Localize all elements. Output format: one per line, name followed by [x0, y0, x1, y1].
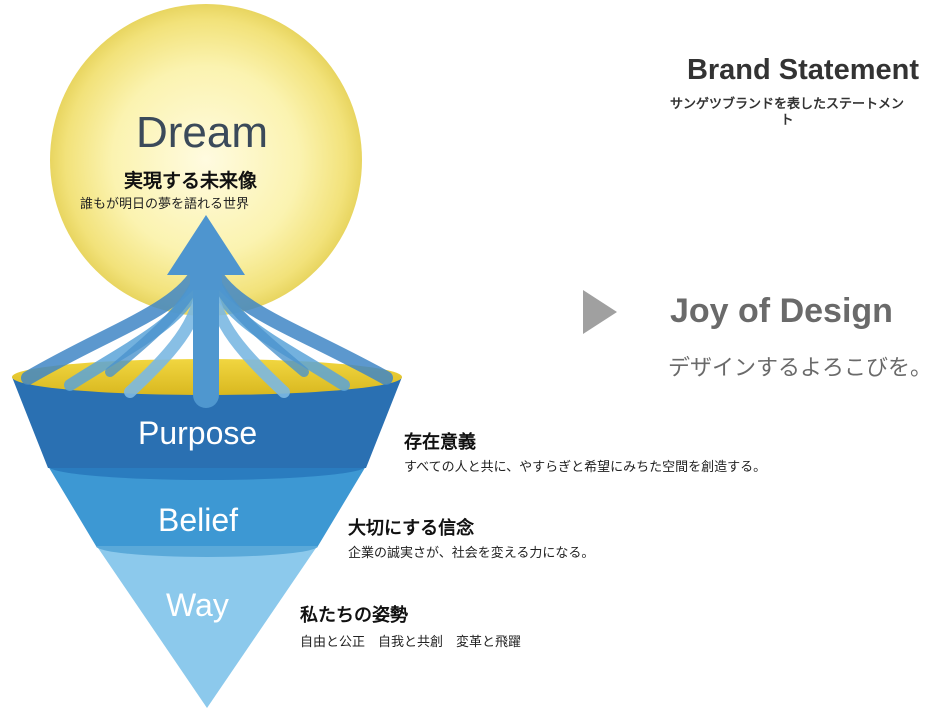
play-arrow-icon — [583, 290, 617, 334]
way-label: Way — [166, 587, 229, 623]
brand-statement-subtitle: サンゲツブランドを表したステートメント — [669, 97, 904, 128]
way-heading: 私たちの姿勢 — [300, 605, 408, 626]
purpose-label: Purpose — [138, 415, 258, 451]
purpose-description: すべての人と共に、やすらぎと希望にみちた空間を創造する。 — [404, 460, 767, 475]
belief-heading: 大切にする信念 — [348, 518, 475, 539]
belief-layer — [48, 466, 366, 546]
dream-subtitle: 実現する未来像 — [124, 170, 258, 192]
dream-title: Dream — [136, 108, 269, 157]
purpose-layer — [12, 377, 402, 468]
brand-statement-text: Joy of Design — [670, 292, 893, 330]
belief-description: 企業の誠実さが、社会を変える力になる。 — [348, 546, 595, 561]
way-layer — [96, 545, 318, 708]
way-description: 自由と公正 自我と共創 変革と飛躍 — [300, 635, 522, 650]
purpose-heading: 存在意義 — [404, 432, 476, 453]
dream-sun — [50, 4, 362, 316]
belief-label: Belief — [158, 502, 239, 538]
dream-description: 誰もが明日の夢を語れる世界 — [80, 197, 250, 212]
brand-statement-subtext: デザインするよろこびを。 — [668, 356, 933, 381]
brand-statement-title: Brand Statement — [686, 54, 919, 86]
arrow-head — [167, 215, 245, 290]
